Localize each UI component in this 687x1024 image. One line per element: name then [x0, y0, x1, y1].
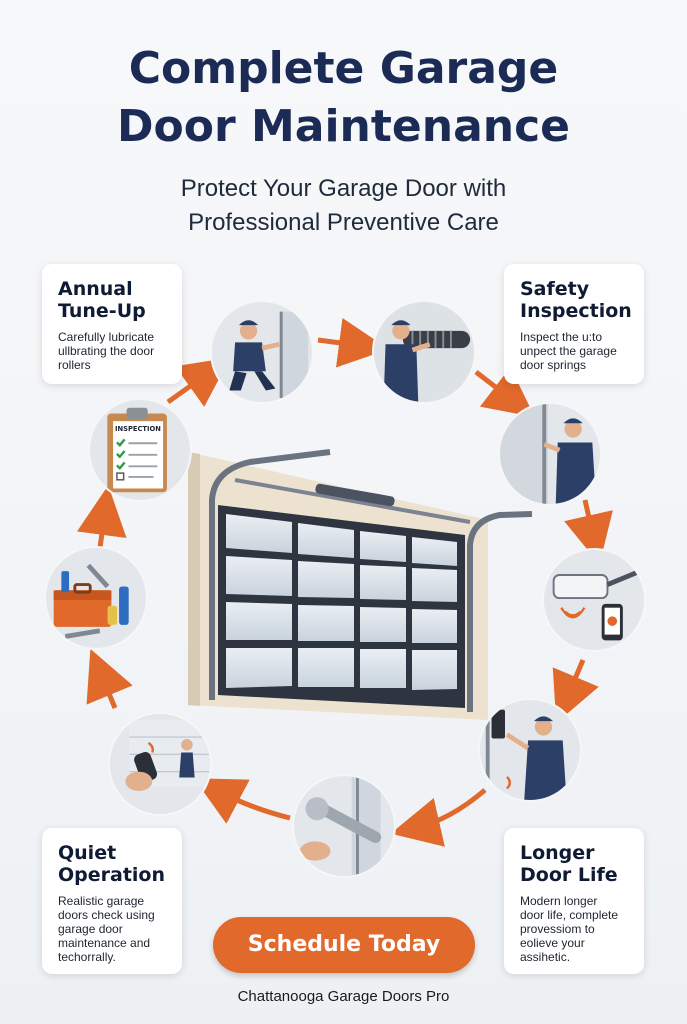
card-body: Modern longer door life, complete proves…	[520, 894, 628, 964]
card-body-line: assihetic.	[520, 950, 571, 964]
card-body-line: Modern longer	[520, 894, 598, 908]
card-body-line: maintenance and	[58, 936, 151, 950]
card-title: Annual Tune-Up	[58, 278, 166, 322]
card-body: Carefully lubricate ullbrating the door …	[58, 330, 166, 372]
wrench-adjusting-bolt-icon	[299, 776, 382, 876]
card-body-line: Carefully lubricate	[58, 330, 155, 344]
subtitle-line-2: Professional Preventive Care	[188, 209, 499, 236]
card-title-line: Quiet	[58, 842, 117, 864]
step-toolbox-circle	[44, 546, 148, 650]
card-title: Safety Inspection	[520, 278, 632, 322]
card-longer-door-life: Longer Door Life Modern longer door life…	[504, 828, 644, 974]
technician-lubricating-door-icon	[229, 311, 309, 399]
card-title-line: Operation	[58, 864, 166, 886]
schedule-today-button[interactable]: Schedule Today	[213, 917, 475, 973]
card-quiet-operation: Quiet Operation Realistic garage doors c…	[42, 828, 182, 974]
card-body-line: eolieve your	[520, 936, 585, 950]
card-body: Inspect the u:to unpect the garage door …	[520, 330, 628, 372]
subtitle-line-1: Protect Your Garage Door with	[180, 175, 507, 202]
step-lubricate-circle	[210, 300, 314, 404]
step-remote-circle	[108, 712, 212, 816]
step-spring-circle	[372, 300, 476, 404]
step-track-circle	[498, 402, 602, 506]
card-body-line: ullbrating the door	[58, 344, 155, 358]
inspection-clipboard-icon: INSPECTION	[107, 407, 167, 493]
card-title: Quiet Operation	[58, 842, 166, 886]
card-body: Realistic garage doors check using garag…	[58, 894, 166, 964]
card-body-line: rollers	[58, 358, 91, 372]
card-title-line: Tune-Up	[58, 300, 146, 322]
opener-smartphone-icon	[552, 568, 642, 641]
card-body-line: Realistic garage	[58, 894, 145, 908]
card-body-line: Inspect the u:to	[520, 330, 603, 344]
title-line-1: Complete Garage	[128, 43, 559, 94]
step-opener-circle	[542, 548, 646, 652]
card-title-line: Door Life	[520, 864, 618, 886]
card-safety-inspection: Safety Inspection Inspect the u:to unpec…	[504, 264, 644, 384]
card-body-line: garage door	[58, 922, 123, 936]
card-body-line: unpect the garage	[520, 344, 617, 358]
card-title-line: Safety	[520, 278, 590, 300]
card-body-line: door life, complete	[520, 908, 619, 922]
card-body-line: door springs	[520, 358, 587, 372]
technician-keypad-icon	[485, 700, 567, 800]
card-title-line: Longer	[520, 842, 595, 864]
card-body-line: techorrally.	[58, 950, 116, 964]
step-keypad-circle	[478, 698, 582, 802]
card-body-line: provessiom to	[520, 922, 595, 936]
card-title-line: Inspection	[520, 300, 632, 322]
card-title-line: Annual	[58, 278, 133, 300]
card-title: Longer Door Life	[520, 842, 628, 886]
technician-checking-track-icon	[500, 404, 597, 504]
remote-control-icon	[125, 719, 210, 791]
card-annual-tune-up: Annual Tune-Up Carefully lubricate ullbr…	[42, 264, 182, 384]
toolbox-icon	[53, 563, 129, 639]
clipboard-label: INSPECTION	[115, 425, 161, 433]
page-subtitle: Protect Your Garage Door with Profession…	[0, 172, 687, 240]
footer-brand: Chattanooga Garage Doors Pro	[237, 988, 450, 1005]
step-wrench-circle	[292, 774, 396, 878]
technician-checking-spring-icon	[374, 302, 474, 402]
page-title: Complete Garage Door Maintenance	[0, 40, 687, 156]
card-body-line: doors check using	[58, 908, 155, 922]
step-inspection-circle: INSPECTION	[88, 398, 192, 502]
title-line-2: Door Maintenance	[116, 101, 571, 152]
